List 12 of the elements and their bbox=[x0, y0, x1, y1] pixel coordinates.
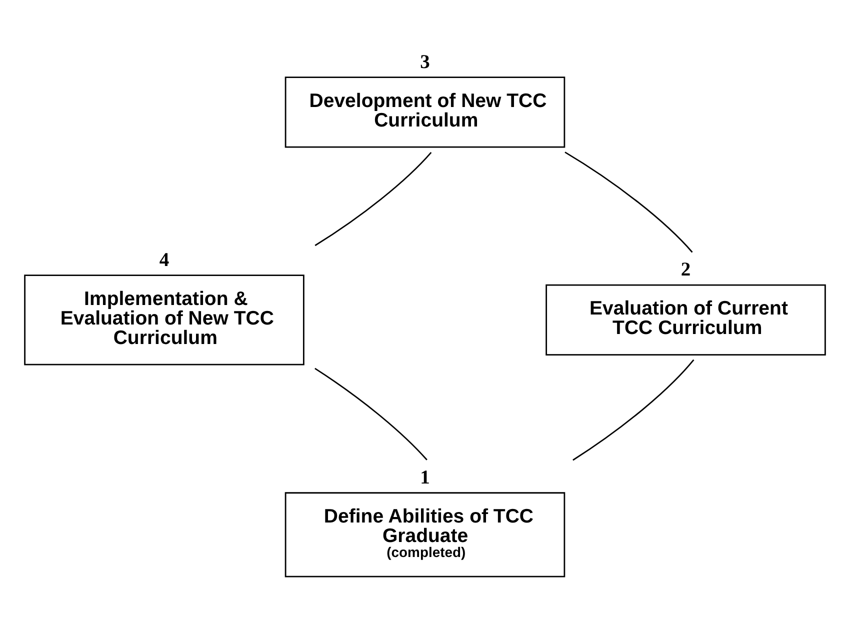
connector bbox=[314, 368, 428, 460]
node-box: Evaluation of Current TCC Curriculum bbox=[546, 284, 826, 356]
node-label: 1 bbox=[420, 467, 430, 488]
node-label: 4 bbox=[159, 250, 170, 271]
node-label: 2 bbox=[680, 260, 691, 281]
connector bbox=[572, 359, 694, 461]
connector bbox=[314, 152, 432, 246]
node-box: Implementation & Evaluation of New TCC Curriculum bbox=[24, 274, 304, 366]
connector bbox=[564, 152, 693, 253]
node-label: 3 bbox=[420, 52, 430, 73]
node-box: Define Abilities of TCC Graduate (completed) bbox=[284, 492, 566, 578]
node-box: Development of New TCC Curriculum bbox=[284, 76, 566, 148]
